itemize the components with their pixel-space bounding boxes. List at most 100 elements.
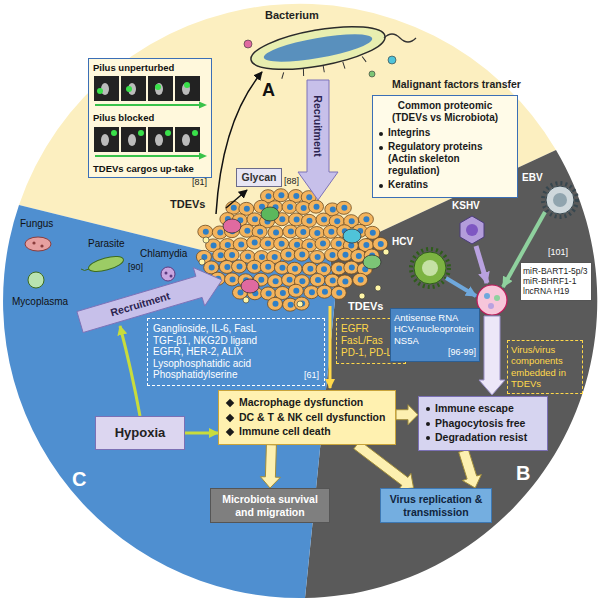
vesicle-cargo <box>494 295 500 301</box>
tumor-cell <box>281 248 296 261</box>
vesicle <box>244 40 252 48</box>
fungus-detail <box>40 244 43 247</box>
node-text: Glycan <box>241 171 277 184</box>
cell-nucleus <box>315 277 321 283</box>
cell-nucleus <box>266 290 272 296</box>
virus-spikes <box>543 183 577 217</box>
cell-nucleus <box>293 193 299 199</box>
tdev-vesicle <box>383 249 389 255</box>
hypoxia-box: Hypoxia <box>95 416 185 450</box>
ebv-figure <box>546 186 574 214</box>
node-text: Immune escape <box>435 402 541 415</box>
cell-nucleus <box>294 242 300 248</box>
bullet-dot <box>426 436 430 440</box>
node-text: DC & T & NK cell dysfunction <box>239 411 389 424</box>
tumor-cell <box>310 273 325 286</box>
tumor-cell <box>273 189 288 202</box>
citation: [101] <box>548 247 568 257</box>
cell-nucleus <box>356 253 362 259</box>
node-text: Phagocytosis free <box>435 417 541 430</box>
cell-nucleus <box>209 264 215 270</box>
tumor-cell <box>302 262 317 275</box>
tumor-cell <box>331 286 346 299</box>
cell-nucleus <box>231 205 237 211</box>
virus-arrow <box>476 246 487 283</box>
tdev-vesicle <box>477 285 507 315</box>
microscopy-strip <box>93 126 209 160</box>
virus-arrow <box>446 278 476 296</box>
vesicle-cargo <box>484 293 490 299</box>
cell-nucleus <box>341 205 347 211</box>
uptake-arrow <box>216 72 262 214</box>
tumor-cell <box>268 275 283 288</box>
cell-nucleus <box>358 277 364 283</box>
cell-nucleus <box>349 218 355 224</box>
virus-core <box>466 224 478 236</box>
tumor-cell <box>337 248 352 261</box>
figure-label: Bacterium <box>265 9 319 22</box>
tdev-label: TDEVs <box>348 300 383 313</box>
cell-nucleus <box>257 229 263 235</box>
tdev-vesicle <box>203 237 209 243</box>
virus-label: HCV <box>392 236 413 248</box>
bacterium-image <box>155 83 163 95</box>
tumor-cell <box>310 250 325 263</box>
node-text: Degradation resist <box>435 431 541 444</box>
tumor-cell <box>336 201 351 214</box>
flow-arrow <box>260 445 280 488</box>
cell-nucleus <box>314 230 320 236</box>
virus-component-box: Virus/virus components embedded in TDEVs <box>507 340 583 394</box>
time-arrow <box>95 155 199 157</box>
immune-effect-box: Macrophage dysfunctionDC & T & NK cell d… <box>218 390 396 445</box>
cell-nucleus <box>342 252 348 258</box>
cell-nucleus <box>299 278 305 284</box>
bullet-dot <box>379 132 383 136</box>
cell-nucleus <box>236 264 242 270</box>
list-row: DC & T & NK cell dysfunction <box>225 411 389 424</box>
tumor-cell <box>247 260 262 273</box>
tdev-signal <box>138 130 144 136</box>
tdev-signal <box>126 86 132 92</box>
node-text: TDEVs cargos up-take <box>93 163 207 174</box>
citation: [90] <box>128 262 143 272</box>
heading-label: Malignant factors transfer <box>392 78 521 90</box>
tumor-cell <box>295 225 310 238</box>
tdev-signal <box>192 130 198 136</box>
uptake-arrow <box>226 190 247 208</box>
tumor-cell <box>294 297 309 310</box>
tumor-cell <box>225 273 240 286</box>
node-text: [96-99] <box>394 347 476 358</box>
tdev-vesicle <box>359 293 365 299</box>
pilus-panel: Pilus unperturbedPilus blockedTDEVs carg… <box>88 58 212 178</box>
tumor-cell <box>365 226 380 239</box>
sector-b <box>305 150 597 598</box>
flow-arrow <box>396 405 418 425</box>
cell-nucleus <box>363 216 369 222</box>
cell-nucleus <box>363 242 369 248</box>
node-text: Common proteomic (TDEVs vs Microbiota) <box>383 100 508 124</box>
cell-nucleus <box>294 216 300 222</box>
section-letter: B <box>516 462 530 485</box>
cell-nucleus <box>252 264 258 270</box>
cell-nucleus <box>342 278 348 284</box>
chlamydia-figure <box>161 267 175 281</box>
outcome-arrow <box>479 316 505 395</box>
micrograph-frame <box>94 127 119 152</box>
tumor-cell <box>323 225 338 238</box>
cell-nucleus <box>244 206 250 212</box>
microbe-cell <box>241 279 259 293</box>
section-letter: A <box>262 80 275 101</box>
cell-nucleus <box>280 290 286 296</box>
cell-nucleus <box>238 241 244 247</box>
cell-nucleus <box>330 252 336 258</box>
tumor-cell <box>373 237 388 250</box>
list-row: Degradation resist <box>425 431 541 444</box>
organism-label: Parasite <box>88 238 125 250</box>
recruitment-arrow <box>77 268 222 333</box>
virus-core <box>553 193 567 207</box>
arrow-label: Recruitment <box>312 95 324 156</box>
section-letter: C <box>72 468 86 491</box>
tdev-vesicle <box>243 297 249 303</box>
kshv-figure <box>460 216 484 244</box>
tumor-cell <box>282 200 297 213</box>
